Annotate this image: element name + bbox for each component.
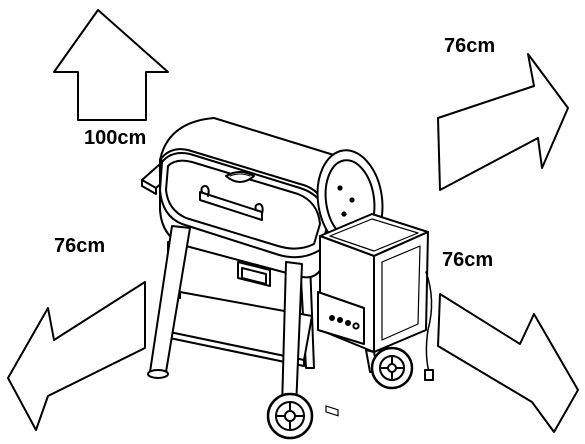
controller-dial (352, 322, 360, 330)
lid-handle-post-right (254, 203, 264, 215)
end-cap-rivet (341, 211, 347, 217)
end-cap-rivet (337, 185, 343, 191)
pellet-grill-illustration (141, 117, 434, 440)
clearance-label-lower-right: 76cm (442, 249, 494, 271)
arrow-upper-right (437, 53, 569, 191)
lid-front-inner-rim (165, 159, 321, 250)
left-handle-bar-edge (141, 179, 157, 195)
controller-button (329, 315, 335, 321)
clearance-label-top: 100cm (84, 127, 147, 149)
lid-handle-post-left (200, 185, 210, 197)
wheel-front (266, 392, 314, 440)
grease-bucket (241, 267, 267, 285)
end-cap-rivet (349, 197, 355, 203)
power-plug (424, 369, 434, 381)
arrow-lower-left (7, 281, 146, 431)
controller-display (325, 405, 339, 417)
logo-badge-inner (229, 173, 251, 177)
power-cord (425, 271, 433, 377)
hopper-top-inner (329, 218, 419, 252)
hopper-side (373, 231, 429, 353)
arrow-lower-right (437, 293, 579, 433)
controller-button (345, 320, 351, 326)
hopper-side-panel (381, 245, 421, 341)
clearance-label-lower-left: 76cm (54, 235, 106, 257)
clearance-label-upper-right: 76cm (444, 35, 496, 57)
leg-foot (147, 369, 169, 379)
front-leg-right (281, 261, 303, 409)
lid-handle (199, 191, 263, 221)
arrow-up (53, 9, 169, 121)
wheel-rear (370, 346, 414, 390)
controller-button (337, 317, 343, 323)
